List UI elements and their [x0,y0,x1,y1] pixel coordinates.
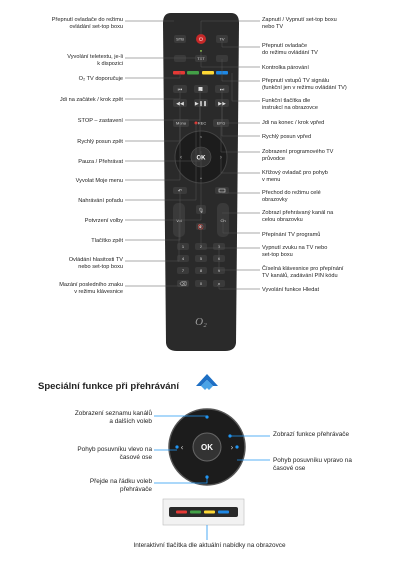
key-0-label: 0 [200,281,203,286]
search-button[interactable] [213,280,225,287]
label-record: Nahrávání pořadu [78,198,123,204]
color-key-red[interactable] [173,71,185,75]
dpad-large-right-icon: › [230,443,233,452]
section-title: Speciální funkce při přehrávání [38,381,179,392]
color-key-yellow[interactable] [202,71,214,75]
label-search: Vyvolání funkce Hledat [262,287,320,293]
mute-button[interactable] [196,223,206,230]
delete-icon: ⌫ [179,282,186,288]
power-icon: ⏻ [199,37,203,43]
dpad-left-icon: ‹ [180,154,182,161]
label-stop: STOP – zastavení [77,118,123,124]
key-9[interactable] [213,267,225,274]
key-3-label: 3 [218,244,221,249]
strip-key-red[interactable] [176,510,187,514]
chevron-logo [196,374,218,390]
input-source-button[interactable] [216,55,228,62]
stop-icon [198,87,203,91]
label-back: Tlačítko zpět [91,238,123,244]
color-key-green[interactable] [187,71,199,75]
menu-button[interactable] [173,119,189,127]
key-1[interactable] [177,243,189,250]
strip-key-blue[interactable] [218,510,229,514]
menu-label: Menu [176,121,186,126]
caption-interactive-keys: Interaktivní tlačítka dle aktuální nabíd… [133,542,286,549]
label-rewind: Rychlý posun zpět [77,139,123,145]
key-7[interactable] [177,267,189,274]
dpad-large-up-icon: ⌃ [204,415,210,423]
stb-button[interactable] [174,35,186,43]
key-8-label: 8 [200,268,203,273]
key-1-label: 1 [182,244,185,249]
key-5[interactable] [195,255,207,262]
label-confirm: Potvrzení volby [84,218,123,224]
strip-key-green[interactable] [190,510,201,514]
key-7-label: 7 [182,268,185,273]
power-button[interactable] [196,34,206,44]
ok-large-label: OK [201,443,213,452]
label-skip-back: Jdi na začátek / krok zpět [59,97,123,103]
key-2-label: 2 [200,244,203,249]
label-my-menu: Vyvolat Moje menu [75,178,123,184]
play-pause-button[interactable] [194,99,208,107]
ok-button-large[interactable] [192,432,222,462]
delete-button[interactable] [177,280,189,287]
dpad-large-left-icon: ‹ [180,443,183,452]
key-4[interactable] [177,255,189,262]
color-key-strip-body [169,507,238,517]
label-o2-recommends: O₂ TV doporučuje [78,76,123,82]
o2-recommends-button[interactable] [174,55,186,62]
label-input-source: Přepnutí vstupů TV signálu(funkční jen v… [262,78,347,91]
rec-label: REC [198,121,207,126]
dpad-up-icon: ⌃ [199,136,203,142]
key-0[interactable] [195,280,207,287]
dpad-large: OK ⌃ ⌄ ‹ › [168,408,246,486]
key-4-label: 4 [182,256,185,261]
key-5-label: 5 [200,256,203,261]
label-player-functions: Zobrazí funkce přehrávače [273,431,350,438]
play-pause-icon: ▶❚❚ [195,101,207,107]
key-8[interactable] [195,267,207,274]
label-fast-forward: Rychlý posun vpřed [262,134,312,140]
o2-logo: O₂ [195,316,207,328]
label-skip-forward: Jdi na konec / krok vpřed [262,120,325,126]
key-6-label: 6 [218,256,221,261]
strip-key-yellow[interactable] [204,510,215,514]
key-9-label: 9 [218,268,221,273]
label-pairing-led: Kontrolka párování [262,65,309,71]
stb-label: STB [176,37,184,42]
label-play-pause: Pauza / Přehrávat [78,159,123,165]
label-channel: Přepínání TV programů [262,232,321,238]
txt-label: TXT [197,56,205,61]
ok-label: OK [197,156,207,162]
